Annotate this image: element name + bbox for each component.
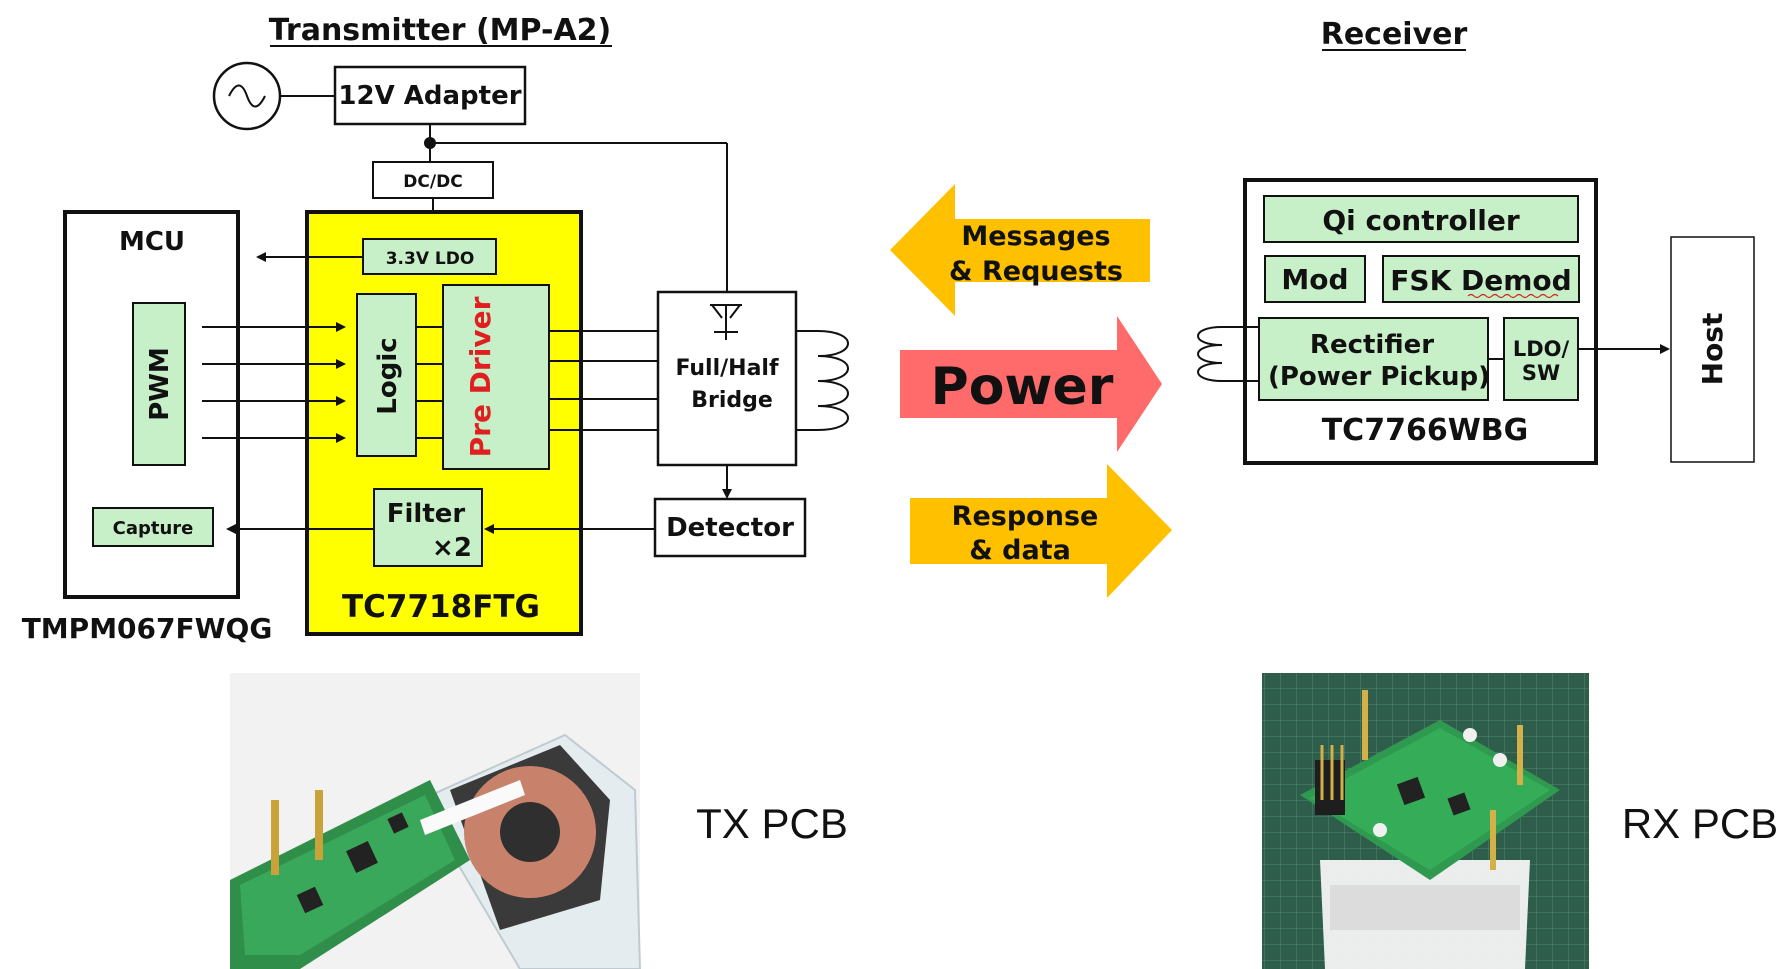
bridge-label-line1: Full/Half xyxy=(675,356,779,381)
pwm-signal-arrows xyxy=(202,322,346,443)
tx-pcb-caption: TX PCB xyxy=(696,800,848,847)
ldo-block xyxy=(362,238,497,275)
filter-block xyxy=(373,488,483,567)
tx-pcb-photo xyxy=(230,673,642,969)
bridge-label-line2: Bridge xyxy=(691,388,773,413)
host-label: Host xyxy=(1696,313,1729,386)
rx-pcb-photo xyxy=(1262,673,1589,969)
ldo-label: 3.3V LDO xyxy=(386,249,475,269)
rx-pcb-caption: RX PCB xyxy=(1622,800,1778,847)
capture-block xyxy=(92,507,214,547)
logic-to-predriver-wires xyxy=(416,326,443,439)
qi-controller-label: Qi controller xyxy=(1322,204,1520,237)
spellcheck-underline xyxy=(1467,293,1559,299)
rx-chip-part-number: TC7766WBG xyxy=(1322,413,1529,448)
tx-coil-icon xyxy=(796,330,849,431)
host-box xyxy=(1670,236,1755,463)
response-data-arrow xyxy=(910,464,1172,598)
rx-coil-icon xyxy=(1197,326,1259,382)
predriver-label: Pre Driver xyxy=(464,296,497,457)
power-arrow xyxy=(900,316,1162,452)
detector-label: Detector xyxy=(666,513,794,543)
pwm-label: PWM xyxy=(145,347,175,421)
rx-ldo-label-line1: LDO/ xyxy=(1513,337,1570,361)
mod-label: Mod xyxy=(1281,263,1348,296)
power-label: Power xyxy=(931,357,1114,417)
rectifier-label-line1: Rectifier xyxy=(1310,330,1434,360)
response-label-line2: & data xyxy=(969,535,1071,566)
rx-ldo-label-line2: SW xyxy=(1522,361,1560,385)
filter-label: Filter xyxy=(387,499,466,529)
receiver-title: Receiver xyxy=(1321,17,1468,52)
detector-box xyxy=(653,497,807,558)
messages-label-line1: Messages xyxy=(961,221,1110,252)
capture-label: Capture xyxy=(113,518,194,539)
predriver-block xyxy=(442,284,550,470)
rx-ldo-sw-block xyxy=(1503,317,1579,401)
mod-block xyxy=(1264,255,1366,303)
response-label-line1: Response xyxy=(952,501,1099,532)
adapter-label: 12V Adapter xyxy=(338,81,521,111)
logic-block xyxy=(356,293,417,457)
filter-multiplier: ×2 xyxy=(432,533,472,563)
fsk-demod-label: FSK Demod xyxy=(1390,264,1571,297)
fsk-demod-block xyxy=(1382,255,1580,303)
rectifier-label-line2: (Power Pickup) xyxy=(1268,362,1490,392)
ac-source-icon xyxy=(212,61,282,131)
qi-controller-block xyxy=(1263,195,1579,243)
messages-label-line2: & Requests xyxy=(949,256,1123,287)
dcdc-label: DC/DC xyxy=(403,172,462,192)
rectifier-block xyxy=(1258,317,1489,401)
pwm-block xyxy=(132,302,186,466)
transmitter-title: Transmitter (MP-A2) xyxy=(269,13,612,48)
mcu-label: MCU xyxy=(119,227,185,257)
transistor-icon xyxy=(710,304,742,340)
tx-chip-part-number: TC7718FTG xyxy=(342,589,540,625)
messages-requests-arrow xyxy=(890,184,1150,316)
logic-label: Logic xyxy=(373,337,403,414)
mcu-part-number: TMPM067FWQG xyxy=(22,612,273,645)
adapter-box xyxy=(333,65,527,126)
predriver-to-bridge-wires xyxy=(549,330,658,431)
